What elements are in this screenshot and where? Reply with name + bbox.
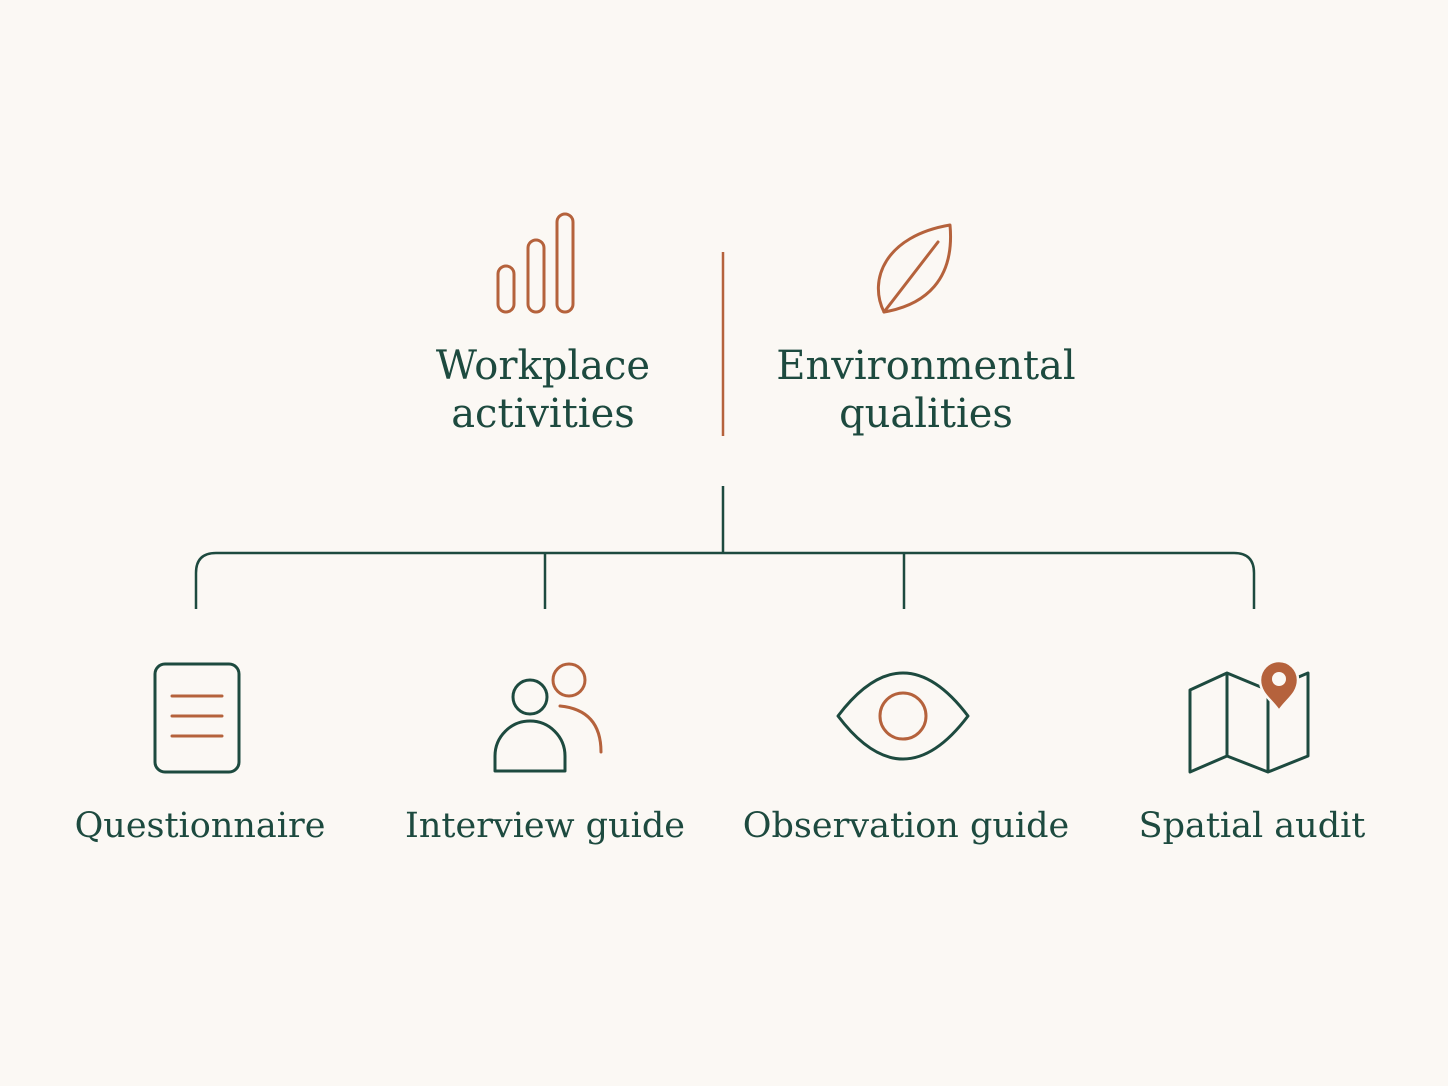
leaf-icon <box>876 223 953 314</box>
people-icon <box>493 662 603 773</box>
method-label-observation-guide: Observation guide <box>742 806 1070 846</box>
document-icon <box>153 662 241 774</box>
bar-chart-icon <box>496 212 575 314</box>
category-label-line1: Workplace <box>435 343 651 389</box>
eye-icon <box>836 671 970 761</box>
category-workplace-activities: Workplace activities <box>363 342 723 438</box>
category-label-line1: Environmental <box>776 343 1076 389</box>
method-label-spatial-audit: Spatial audit <box>1138 806 1366 846</box>
map-pin-icon <box>1188 659 1310 774</box>
category-environmental-qualities: Environmental qualities <box>746 342 1106 438</box>
tree-connector <box>194 486 1256 609</box>
method-label-interview-guide: Interview guide <box>405 806 685 846</box>
method-label-questionnaire: Questionnaire <box>74 806 326 846</box>
category-label-line2: activities <box>451 391 635 437</box>
category-label-line2: qualities <box>839 391 1013 437</box>
